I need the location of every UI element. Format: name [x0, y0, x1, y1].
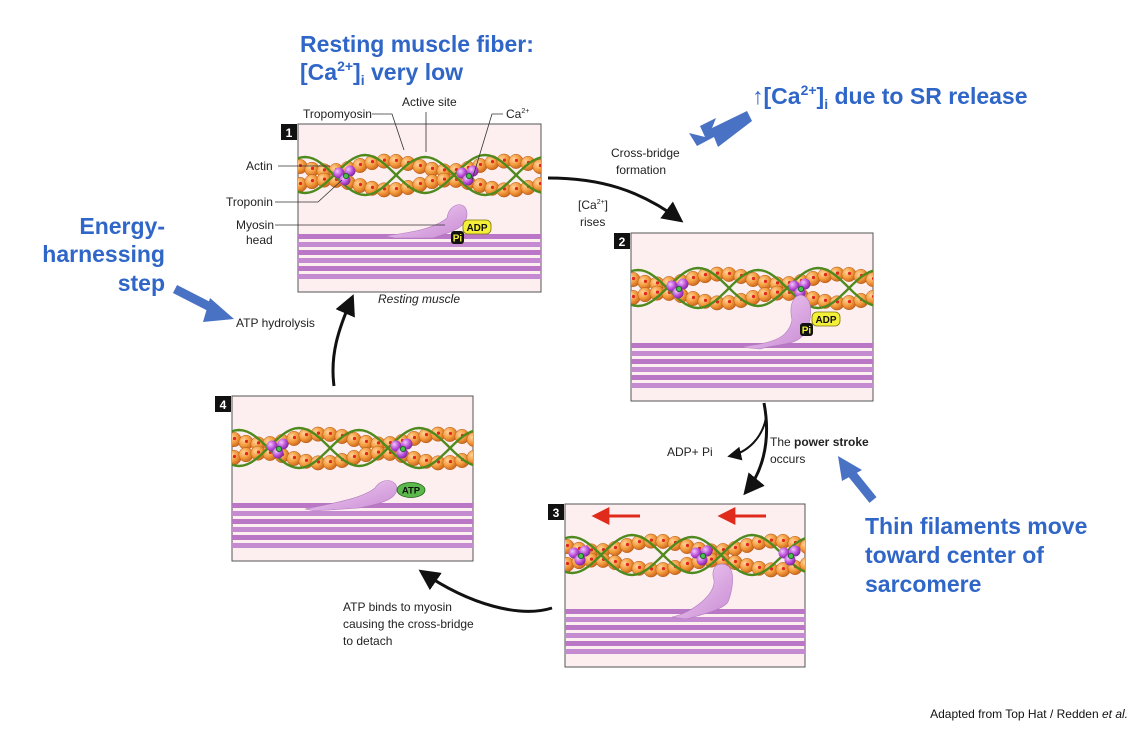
thin-filament-heading-line1: Thin filaments move	[865, 513, 1087, 539]
energy-pointer-arrow	[172, 284, 234, 322]
actin-label: Actin	[246, 159, 273, 173]
active-site-label: Active site	[402, 95, 457, 109]
panel-1-number: 1	[286, 126, 293, 140]
pi-label: Pi	[802, 326, 812, 337]
troponin-complex	[778, 545, 801, 566]
panel-1-frame	[297, 123, 542, 293]
adp-label: ADP	[466, 223, 487, 234]
atp-binds-label-line3: to detach	[343, 634, 392, 648]
myosin-label-line2: head	[246, 233, 273, 247]
panel-3	[564, 503, 806, 668]
troponin-complex	[390, 438, 413, 459]
cross-bridge-label-line2: formation	[616, 163, 666, 177]
credit-text: Adapted from Top Hat / Redden et al.	[930, 707, 1128, 721]
myosin-head	[304, 480, 398, 512]
cycle-arrow-3-to-4	[418, 569, 553, 613]
ca-label: Ca2+	[506, 107, 529, 121]
cycle-arrow-1-to-2	[547, 176, 684, 223]
energy-heading-line1: Energy-	[79, 213, 165, 239]
thin-filament-heading-line2: toward center of	[865, 542, 1044, 568]
panel-4: ATP	[231, 395, 474, 562]
adp-release-arrow	[727, 417, 767, 461]
tropomyosin-label: Tropomyosin	[303, 107, 372, 121]
panel-4-frame	[231, 395, 474, 562]
resting-muscle-caption: Resting muscle	[378, 292, 460, 306]
power-stroke-label-line1: The power stroke	[770, 435, 869, 449]
sr-release-heading: ↑[Ca2+]i due to SR release	[752, 82, 1028, 112]
myosin-label-line1: Myosin	[236, 218, 274, 232]
atp-binds-label-line1: ATP binds to myosin	[343, 600, 452, 614]
cycle-arrow-4-to-1	[331, 294, 355, 387]
adp-pi-label: ADP+ Pi	[667, 445, 713, 459]
panel-3-number: 3	[553, 506, 560, 520]
resting-heading-line2: [Ca2+]i very low	[300, 58, 463, 88]
resting-heading-line1: Resting muscle fiber:	[300, 31, 534, 57]
panel-3-frame	[564, 503, 806, 668]
power-stroke-label-line2: occurs	[770, 452, 805, 466]
thick-filament	[565, 609, 805, 654]
panel-2-badge	[614, 233, 630, 249]
ca-rises-label-line2: rises	[580, 215, 605, 229]
pi-label: Pi	[453, 234, 463, 245]
troponin-complex	[568, 545, 591, 566]
panel-4-number: 4	[220, 398, 227, 412]
atp-tag: ATP	[396, 482, 426, 498]
panel-4-badge	[215, 396, 231, 412]
myosin-head	[739, 294, 812, 350]
sr-pointer-arrow	[689, 111, 752, 147]
atp-label: ATP	[402, 486, 421, 497]
tropomyosin-strand	[565, 535, 805, 577]
panel-1-badge	[281, 124, 297, 140]
panel-1-leader-lines	[275, 112, 503, 226]
cycle-arrow-2-to-3	[743, 402, 769, 496]
panel-3-badge	[548, 504, 564, 520]
energy-heading-line3: step	[118, 270, 165, 296]
thin-filament-heading-line3: sarcomere	[865, 571, 981, 597]
myosin-head	[671, 563, 733, 620]
cross-bridge-label-line1: Cross-bridge	[611, 146, 680, 160]
myosin-head	[384, 204, 468, 239]
troponin-complex	[333, 165, 356, 186]
thin-filament-pointer-arrow	[838, 456, 877, 503]
troponin-label: Troponin	[226, 195, 273, 209]
troponin-complex	[788, 278, 811, 299]
ca-rises-label-line1: [Ca2+]	[578, 198, 608, 212]
troponin-complex	[690, 545, 713, 566]
atp-hydrolysis-label: ATP hydrolysis	[236, 316, 315, 330]
troponin-complex	[666, 278, 689, 299]
energy-heading-line2: harnessing	[42, 241, 165, 267]
atp-binds-label-line2: causing the cross-bridge	[343, 617, 474, 631]
panel-2-number: 2	[619, 235, 626, 249]
troponin-complex	[266, 438, 289, 459]
adp-label: ADP	[815, 315, 836, 326]
